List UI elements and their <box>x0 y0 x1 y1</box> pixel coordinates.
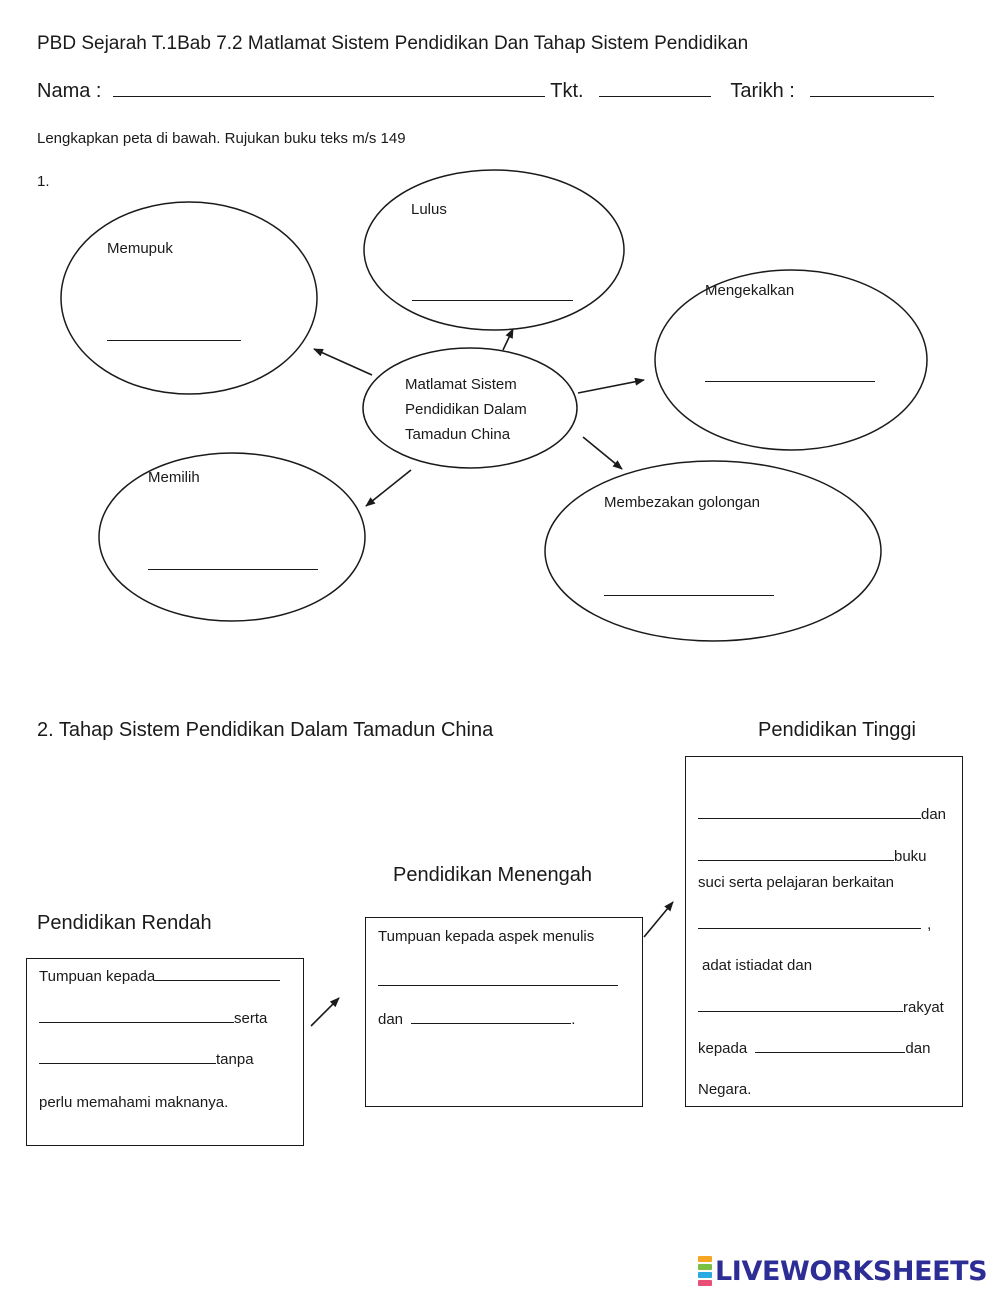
liveworksheets-logo: LIVEWORKSHEETS <box>698 1254 988 1288</box>
arrow-rendah-to-menengah <box>310 997 340 1027</box>
menengah-box <box>365 917 643 1107</box>
center-line-1: Matlamat Sistem <box>405 376 517 393</box>
tinggi-line-5: adat istiadat dan <box>702 957 813 974</box>
mengekalkan-answer-field[interactable] <box>705 381 875 382</box>
menengah-field-1[interactable] <box>378 985 618 986</box>
tinggi-text-kepada: kepada <box>698 1040 748 1057</box>
arrow-to-mengekalkan <box>577 377 645 394</box>
rendah-text-2: serta <box>234 1010 268 1027</box>
memilih-label: Memilih <box>148 469 200 486</box>
memupuk-label: Memupuk <box>107 240 173 257</box>
tinggi-text-1: dan <box>921 806 947 823</box>
menengah-line-1: Tumpuan kepada aspek menulis <box>378 928 595 945</box>
menengah-field-2[interactable] <box>411 1023 572 1024</box>
arrow-to-memilih <box>365 469 412 507</box>
logo-stripe-1 <box>698 1256 712 1262</box>
nama-label: Nama : <box>37 80 102 102</box>
memilih-answer-field[interactable] <box>148 569 318 570</box>
tinggi-text-rakyat: rakyat <box>903 999 944 1016</box>
membezakan-label: Membezakan golongan <box>604 494 760 511</box>
rendah-box <box>26 958 304 1146</box>
tkt-field[interactable] <box>599 96 712 97</box>
tinggi-text-comma: , <box>927 916 932 933</box>
menengah-line-3: dan . <box>378 1011 575 1028</box>
arrow-to-membezakan <box>582 436 623 470</box>
tinggi-text-2: buku <box>894 848 927 865</box>
rendah-field-3[interactable] <box>39 1063 216 1064</box>
tinggi-line-8: Negara. <box>698 1081 752 1098</box>
tinggi-line-6: rakyat <box>698 999 944 1016</box>
tarikh-field[interactable] <box>810 96 935 97</box>
lulus-label: Lulus <box>411 201 447 218</box>
tinggi-field-5[interactable] <box>755 1052 906 1053</box>
worksheet-title: PBD Sejarah T.1Bab 7.2 Matlamat Sistem P… <box>37 33 749 54</box>
tinggi-line-7: kepada dan <box>698 1040 930 1057</box>
bubble-memupuk <box>60 201 318 395</box>
pendidikan-rendah-heading: Pendidikan Rendah <box>37 912 212 934</box>
bubble-memilih <box>98 452 366 622</box>
pendidikan-tinggi-heading: Pendidikan Tinggi <box>758 719 916 741</box>
menengah-text-period: . <box>571 1011 576 1028</box>
membezakan-answer-field[interactable] <box>604 595 774 596</box>
center-line-3: Tamadun China <box>405 426 511 443</box>
tinggi-text-dan: dan <box>905 1040 931 1057</box>
tinggi-field-3[interactable] <box>698 928 921 929</box>
logo-stripe-3 <box>698 1272 712 1278</box>
rendah-line-2: serta <box>39 1010 267 1027</box>
rendah-field-1[interactable] <box>155 980 281 981</box>
tinggi-field-4[interactable] <box>698 1011 903 1012</box>
tarikh-label: Tarikh : <box>730 80 795 102</box>
pendidikan-menengah-heading: Pendidikan Menengah <box>393 864 593 886</box>
arrow-to-memupuk <box>313 348 373 376</box>
lulus-answer-field[interactable] <box>412 300 573 301</box>
liveworksheets-mark-icon <box>698 1255 712 1287</box>
question-number-1: 1. <box>37 173 50 190</box>
rendah-line-3: tanpa <box>39 1051 254 1068</box>
nama-field[interactable] <box>113 96 546 97</box>
memupuk-answer-field[interactable] <box>107 340 241 341</box>
tinggi-box <box>685 756 963 1107</box>
logo-stripe-2 <box>698 1264 712 1270</box>
tinggi-field-2[interactable] <box>698 860 894 861</box>
bubble-center <box>362 347 578 469</box>
section2-title: 2. Tahap Sistem Pendidikan Dalam Tamadun… <box>37 719 494 741</box>
liveworksheets-wordmark: LIVEWORKSHEETS <box>715 1255 988 1287</box>
rendah-line-1: Tumpuan kepada <box>39 968 281 985</box>
logo-stripe-4 <box>698 1280 712 1286</box>
tinggi-line-3: suci serta pelajaran berkaitan <box>698 874 894 891</box>
rendah-text-1: Tumpuan kepada <box>39 968 156 985</box>
bubble-membezakan <box>544 460 882 642</box>
tinggi-line-2: buku <box>698 848 927 865</box>
center-line-2: Pendidikan Dalam <box>405 401 527 418</box>
rendah-field-2[interactable] <box>39 1022 234 1023</box>
arrow-to-lulus <box>502 328 514 351</box>
rendah-line-4: perlu memahami maknanya. <box>39 1094 229 1111</box>
arrow-menengah-to-tinggi <box>643 901 674 938</box>
bubble-lulus <box>363 169 625 331</box>
bubble-mengekalkan <box>654 269 928 451</box>
instruction-text: Lengkapkan peta di bawah. Rujukan buku t… <box>37 130 406 147</box>
tinggi-line-4: , <box>698 916 931 933</box>
tinggi-line-1: dan <box>698 806 946 823</box>
student-info-row: Nama : Tkt. Tarikh : <box>37 80 935 103</box>
tkt-label: Tkt. <box>550 80 584 102</box>
tinggi-field-1[interactable] <box>698 818 921 819</box>
menengah-text-dan: dan <box>378 1011 404 1028</box>
rendah-text-3: tanpa <box>216 1051 254 1068</box>
mengekalkan-label: Mengekalkan <box>705 282 795 299</box>
